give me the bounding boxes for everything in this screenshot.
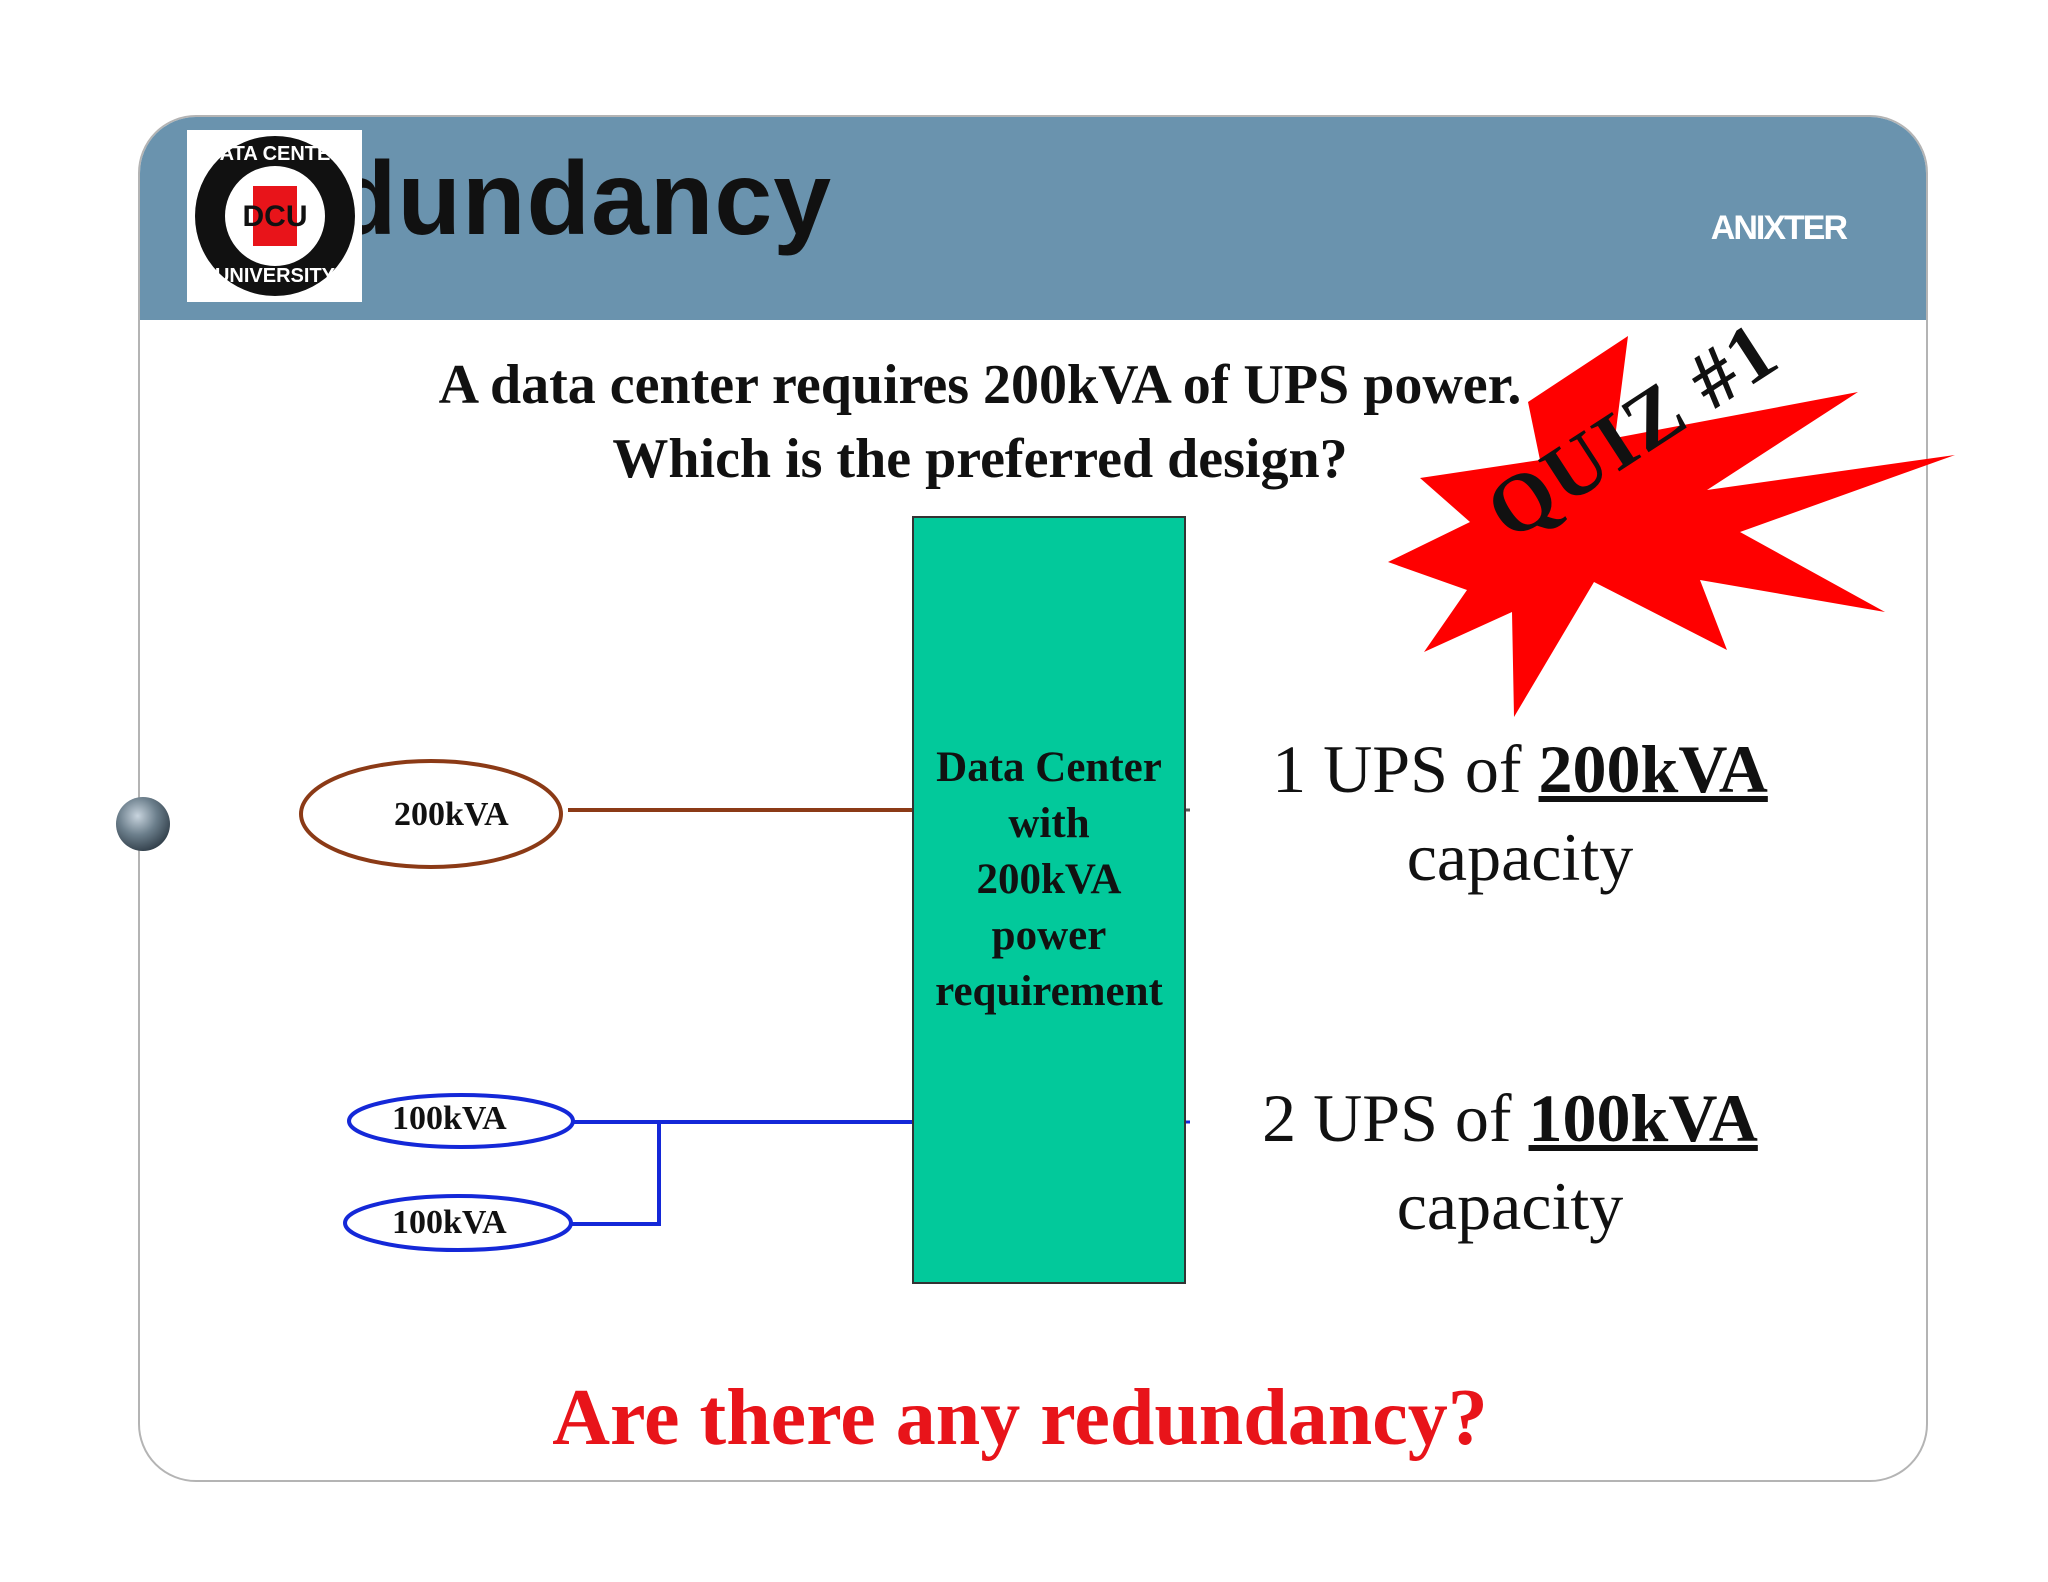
ups-label-100kva-1: 100kVA	[392, 1100, 507, 1137]
question-text: A data center requires 200kVA of UPS pow…	[300, 348, 1660, 496]
box-line-3: 200kVA	[976, 856, 1122, 903]
globe-icon	[116, 797, 170, 851]
header-bar	[140, 117, 1926, 320]
node-100kva-2	[343, 1194, 573, 1252]
quiz-starburst	[1388, 336, 1955, 717]
option-2-prefix: 2 UPS of	[1262, 1080, 1529, 1156]
option-1-prefix: 1 UPS of	[1272, 731, 1539, 807]
node-200kva	[299, 759, 563, 869]
option-2-value: 100kVA	[1528, 1080, 1758, 1156]
data-center-box-label: Data Center with 200kVA power requiremen…	[912, 740, 1186, 1020]
svg-text:DATA CENTER: DATA CENTER	[205, 143, 345, 165]
node-100kva-1	[347, 1093, 575, 1149]
option-2-suffix: capacity	[1396, 1168, 1624, 1244]
option-1-suffix: capacity	[1406, 819, 1634, 895]
redundancy-question: Are there any redundancy?	[552, 1374, 1488, 1462]
box-line-1: Data Center	[936, 744, 1162, 791]
ups-label-100kva-2: 100kVA	[392, 1204, 507, 1241]
question-line-2: Which is the preferred design?	[612, 428, 1348, 490]
box-line-5: requirement	[935, 968, 1163, 1015]
option-2: 2 UPS of 100kVA capacity	[1210, 1074, 1810, 1250]
data-center-box	[912, 516, 1186, 1284]
option-1-value: 200kVA	[1538, 731, 1768, 807]
option-1: 1 UPS of 200kVA capacity	[1220, 725, 1820, 901]
ups-label-200kva: 200kVA	[394, 796, 509, 833]
dcu-logo: DCU DATA CENTER UNIVERSITY	[187, 130, 362, 302]
box-line-4: power	[991, 912, 1107, 959]
box-line-2: with	[1008, 800, 1090, 847]
anixter-logo: ANIXTER	[1710, 209, 1848, 247]
logo-monogram: DCU	[243, 200, 308, 233]
question-line-1: A data center requires 200kVA of UPS pow…	[438, 354, 1522, 416]
svg-text:UNIVERSITY: UNIVERSITY	[215, 265, 336, 287]
